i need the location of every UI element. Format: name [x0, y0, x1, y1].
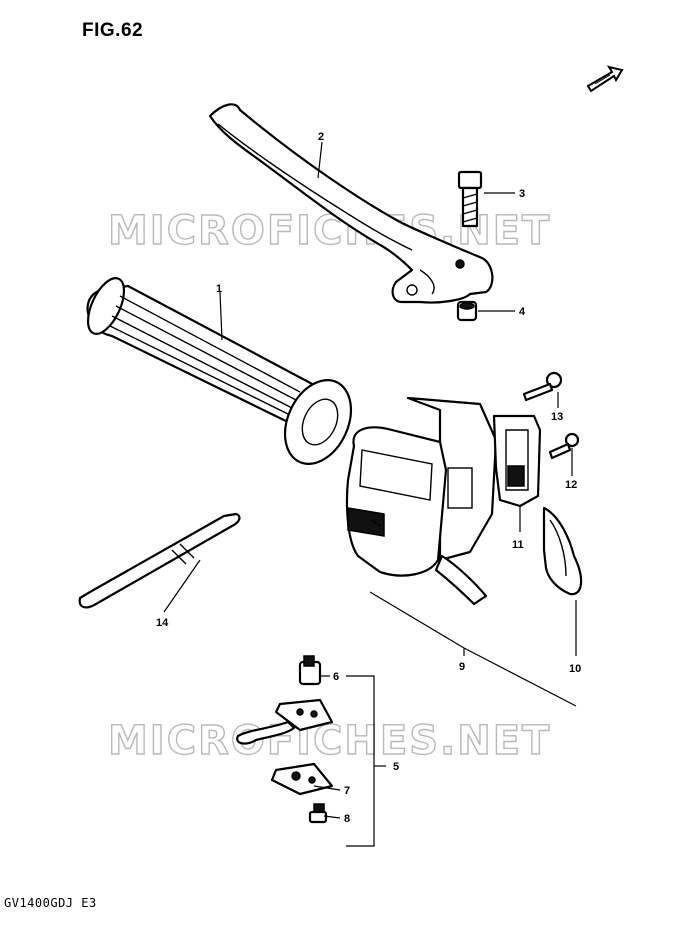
switch-plate-part: [270, 762, 334, 796]
switch-plunger-part: [298, 655, 322, 686]
callout-10: 10: [569, 663, 581, 675]
switch-clamp-part: [492, 414, 542, 508]
callout-1: 1: [216, 283, 222, 295]
callout-12: 12: [565, 479, 577, 491]
front-direction-arrow-icon: [586, 65, 624, 93]
callout-9: 9: [459, 661, 465, 673]
lever-pivot-bolt-part: [457, 170, 483, 228]
clutch-lever-part: [208, 103, 494, 304]
model-code: GV1400GDJ E3: [4, 896, 97, 910]
callout-3: 3: [519, 188, 525, 200]
callout-11: 11: [512, 539, 524, 551]
screw-long-part: [522, 371, 563, 402]
switch-cover-part: [542, 506, 583, 596]
screw-short-part: [548, 432, 580, 460]
callout-6: 6: [333, 671, 339, 683]
callout-14: 14: [156, 617, 169, 629]
cable-band-part: [78, 512, 241, 609]
callout-7: 7: [344, 785, 350, 797]
callout-13: 13: [551, 411, 563, 423]
handlebar-grip-part: [86, 277, 353, 465]
watermark-bottom: MICROFICHES.NET: [108, 718, 551, 764]
handlebar-switch-part: [345, 396, 498, 606]
callout-8: 8: [344, 813, 350, 825]
lever-nut-part: [456, 300, 478, 322]
switch-screw-part: [308, 803, 328, 824]
watermark-top: MICROFICHES.NET: [108, 208, 551, 254]
figure-label: FIG.62: [82, 20, 144, 41]
callout-4: 4: [519, 306, 526, 318]
callout-2: 2: [318, 131, 324, 143]
leader-lines: [163, 141, 577, 847]
clutch-switch-part: [236, 698, 334, 745]
callout-5: 5: [393, 761, 399, 773]
